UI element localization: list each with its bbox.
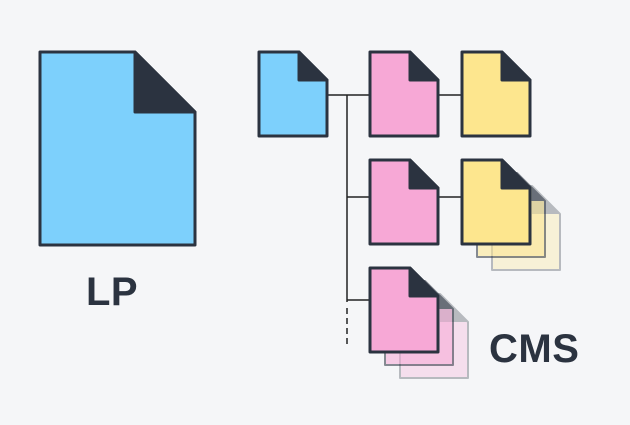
lp-label: LP (86, 270, 139, 314)
root-page-icon (257, 50, 329, 138)
yellow-page-stack-icon (460, 158, 561, 271)
pink-page-icon-row2 (368, 158, 440, 246)
yellow-page-icon-row1 (460, 50, 532, 138)
cms-label: CMS (489, 327, 580, 371)
pink-page-icon-row1 (368, 50, 440, 138)
connectors (327, 94, 462, 346)
pink-page-stack-icon (368, 266, 469, 379)
lp-page-icon (38, 50, 197, 247)
